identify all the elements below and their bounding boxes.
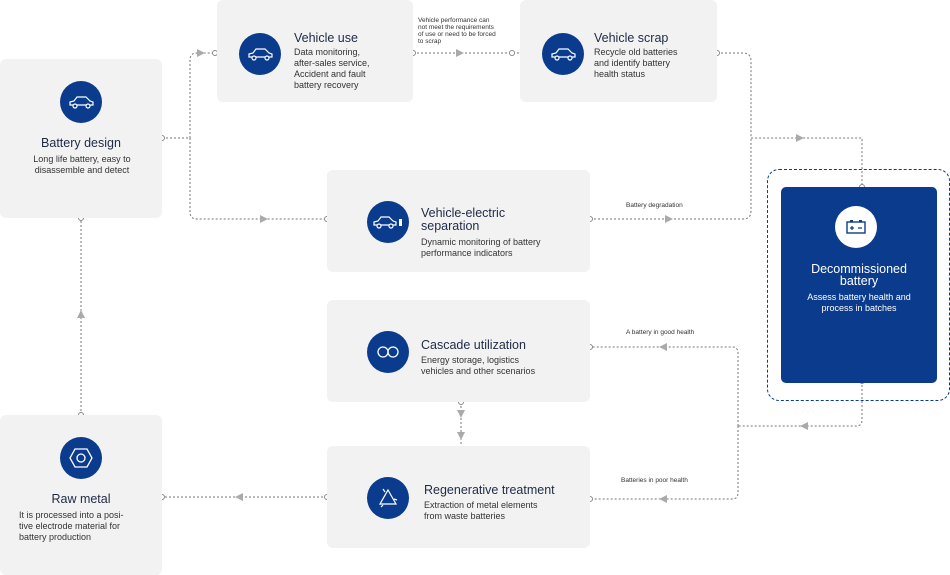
battery-design-title: Battery design [41, 136, 121, 150]
arrow-head [197, 49, 205, 57]
cascade-desc-2: vehicles and other scenarios [421, 366, 536, 376]
connector-design-to-separation [189, 138, 327, 220]
infinity-icon [367, 331, 409, 373]
connector-decommissioned-out [738, 381, 863, 427]
flow-label-poor-health: Batteries in poor health [621, 477, 688, 484]
separation-desc-1: Dynamic monitoring of battery [421, 237, 541, 247]
arrow-head [796, 134, 804, 142]
recycle-icon [367, 477, 409, 519]
arrow-head [456, 49, 464, 57]
connector-to-cascade [590, 346, 739, 426]
raw-metal-title: Raw metal [51, 492, 111, 506]
raw-metal-card: Raw metal It is processed into a posi- t… [0, 415, 162, 575]
separation-title-1: Vehicle-electric [421, 206, 506, 220]
connector-separation-to-decommissioned [590, 138, 752, 220]
separation-title-2: separation [421, 219, 480, 233]
vehicle-electric-separation-card: Vehicle-electric separation Dynamic moni… [327, 170, 590, 272]
battery-design-desc: Long life battery, easy to disassemble a… [33, 154, 131, 175]
flow-label-good-health: A battery in good health [626, 329, 695, 336]
arrow-head [665, 215, 673, 223]
arrow-head [260, 215, 268, 223]
flow-label-performance-2: not meet the requirements [418, 24, 494, 31]
separation-desc-2: performance indicators [421, 248, 513, 258]
regen-desc-2: from waste batteries [424, 511, 506, 521]
vehicle-use-desc-1: Data monitoring, [294, 47, 361, 57]
vehicle-scrap-title: Vehicle scrap [594, 31, 669, 45]
vehicle-use-card: Vehicle use Data monitoring, after-sales… [217, 0, 413, 102]
flow-label-performance-3: of use or need to be forced [418, 31, 496, 38]
arrow-head [800, 422, 808, 430]
vehicle-scrap-card: Vehicle scrap Recycle old batteries and … [520, 0, 717, 102]
car-icon [542, 33, 584, 75]
raw-metal-desc-3: battery production [19, 532, 92, 542]
regen-desc-1: Extraction of metal elements [424, 500, 538, 510]
hexagon-nut-icon [60, 437, 102, 479]
flow-label-degradation: Battery degradation [626, 202, 683, 209]
decommissioned-battery-card: Decommissioned battery Assess battery he… [781, 187, 937, 383]
car-charging-icon [367, 201, 409, 243]
vehicle-use-title: Vehicle use [294, 31, 358, 45]
vehicle-use-desc-4: battery recovery [294, 80, 359, 90]
arrow-head [457, 432, 465, 440]
car-icon [60, 81, 102, 123]
vehicle-use-desc-3: Accident and fault [294, 69, 366, 79]
vehicle-scrap-desc-3: health status [594, 69, 646, 79]
raw-metal-desc-1: It is processed into a posi- [19, 510, 124, 520]
decommissioned-title-2: battery [839, 274, 879, 288]
arrow-head [77, 310, 85, 318]
regen-title: Regenerative treatment [424, 483, 555, 497]
cascade-title: Cascade utilization [421, 338, 526, 352]
arrow-head [235, 493, 243, 501]
raw-metal-desc-2: tive electrode material for [19, 521, 121, 531]
flow-label-performance-1: Vehicle performance can [418, 17, 490, 24]
connector-scrap-to-decommissioned [717, 52, 863, 187]
connector-design-to-use [162, 52, 215, 139]
connector-to-regen [590, 426, 739, 500]
battery-icon [835, 206, 877, 248]
arrow-head [659, 495, 667, 503]
cascade-utilization-card: Cascade utilization Energy storage, logi… [327, 300, 590, 402]
vehicle-scrap-desc-2: and identify battery [594, 58, 671, 68]
decommissioned-desc-2: process in batches [821, 303, 897, 313]
decommissioned-desc-1: Assess battery health and [807, 292, 911, 302]
battery-design-card: Battery design Long life battery, easy t… [0, 59, 162, 218]
vehicle-scrap-desc-1: Recycle old batteries [594, 47, 678, 57]
regenerative-treatment-card: Regenerative treatment Extraction of met… [327, 446, 590, 548]
car-icon [239, 33, 281, 75]
arrow-head [659, 343, 667, 351]
vehicle-use-desc-2: after-sales service, [294, 58, 370, 68]
decommissioned-title-1: Decommissioned [811, 262, 907, 276]
arrow-head [457, 410, 465, 418]
cascade-desc-1: Energy storage, logistics [421, 355, 520, 365]
flow-label-performance-4: to scrap [418, 38, 442, 45]
